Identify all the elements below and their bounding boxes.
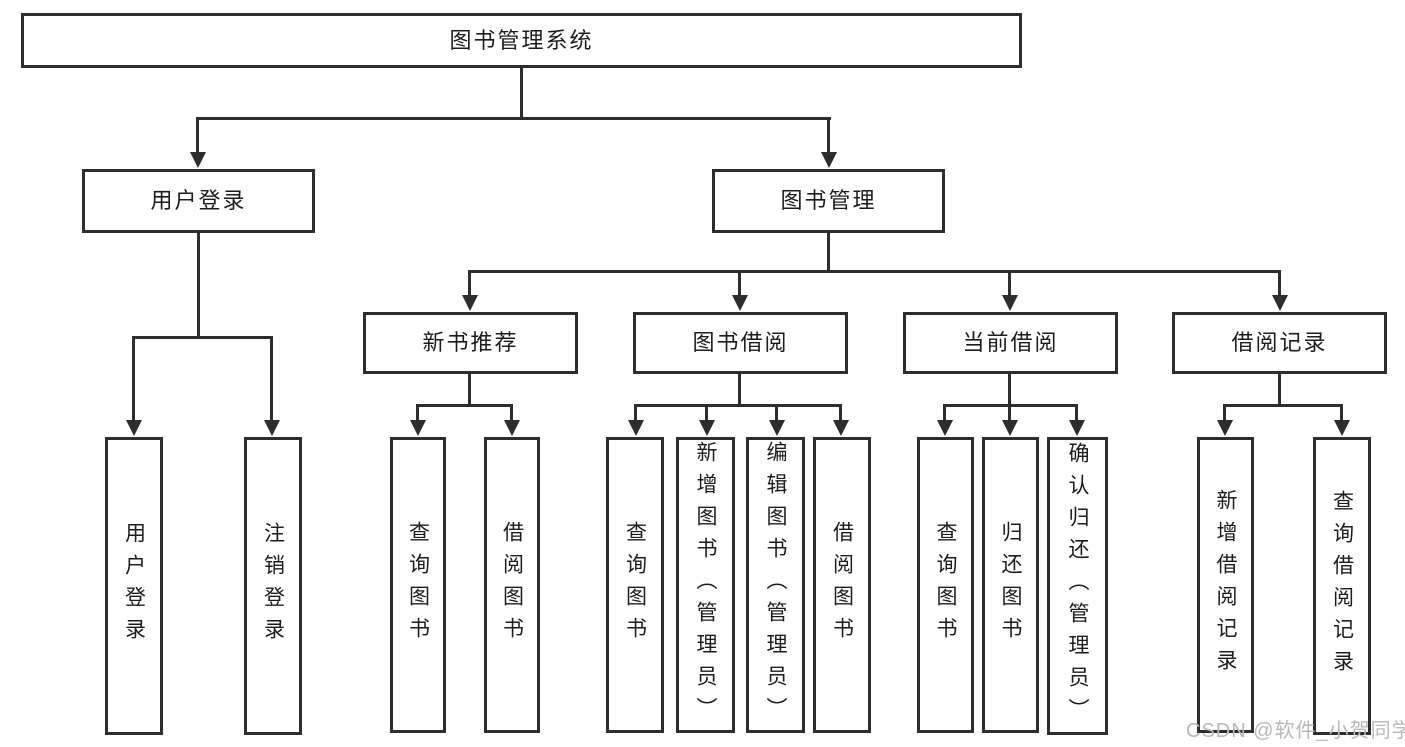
- leaf-br-query-record: 查询借阅记录: [1313, 437, 1371, 735]
- csdn-watermark: CSDN @软件_小贺同学: [1186, 720, 1405, 742]
- arrow-down-icon: [462, 295, 478, 311]
- node-label: 图书管理: [780, 188, 877, 213]
- node-label: 新增图书（管理员）: [694, 441, 717, 729]
- node-label: 新书推荐: [422, 330, 519, 355]
- arrow-down-icon: [769, 420, 785, 436]
- arrow-down-icon: [628, 420, 644, 436]
- arrow-down-icon: [833, 420, 849, 436]
- connector-line: [1008, 270, 1011, 298]
- node-new-book-recommend: 新书推荐: [363, 312, 578, 374]
- arrow-down-icon: [1217, 420, 1233, 436]
- connector-line: [1223, 404, 1342, 407]
- connector-line: [705, 404, 708, 423]
- leaf-bb-edit-books-admin: 编辑图书（管理员）: [746, 437, 805, 733]
- node-label: 编辑图书（管理员）: [764, 441, 787, 729]
- node-label: 用户登录: [150, 188, 247, 213]
- connector-line: [1340, 404, 1343, 423]
- node-book-management: 图书管理: [712, 169, 945, 233]
- node-label: 查询借阅记录: [1330, 490, 1354, 682]
- node-borrowing-records: 借阅记录: [1172, 312, 1387, 374]
- leaf-cb-query-books: 查询图书: [917, 437, 974, 733]
- arrow-down-icon: [1002, 420, 1018, 436]
- connector-line: [827, 117, 830, 155]
- node-label: 新增借阅记录: [1214, 489, 1237, 681]
- connector-line: [634, 404, 637, 423]
- arrow-down-icon: [821, 152, 837, 168]
- node-label: 借阅图书: [500, 521, 524, 649]
- connector-line: [416, 404, 513, 407]
- leaf-bb-borrow-books: 借阅图书: [813, 437, 871, 733]
- arrow-down-icon: [732, 295, 748, 311]
- connector-line: [416, 404, 419, 423]
- connector-line: [510, 404, 513, 423]
- arrow-down-icon: [1069, 420, 1085, 436]
- arrow-down-icon: [699, 420, 715, 436]
- arrow-down-icon: [126, 420, 142, 436]
- connector-line: [1008, 374, 1011, 407]
- connector-line: [1223, 404, 1226, 423]
- connector-line: [468, 270, 1281, 273]
- arrow-down-icon: [410, 420, 426, 436]
- node-label: 借阅图书: [830, 521, 854, 649]
- node-label: 确认归还（管理员）: [1066, 442, 1089, 730]
- connector-line: [196, 117, 831, 120]
- connector-line: [1278, 270, 1281, 298]
- leaf-cb-return-books: 归还图书: [982, 437, 1039, 733]
- arrow-down-icon: [504, 420, 520, 436]
- leaf-nb-borrow-books: 借阅图书: [484, 437, 540, 733]
- node-library-system: 图书管理系统: [21, 13, 1022, 68]
- leaf-logout-login: 注销登录: [244, 437, 302, 735]
- connector-line: [197, 233, 200, 337]
- connector-line: [1278, 374, 1281, 407]
- node-label: 注销登录: [261, 522, 285, 650]
- node-book-borrowing: 图书借阅: [633, 312, 848, 374]
- connector-line: [1075, 404, 1078, 423]
- arrow-down-icon: [1272, 295, 1288, 311]
- leaf-user-login: 用户登录: [105, 437, 163, 735]
- node-label: 图书借阅: [692, 330, 789, 355]
- node-label: 图书管理系统: [449, 27, 594, 53]
- leaf-bb-query-books: 查询图书: [606, 437, 664, 733]
- arrow-down-icon: [937, 420, 953, 436]
- connector-line: [634, 404, 842, 407]
- node-label: 用户登录: [122, 522, 146, 650]
- arrow-down-icon: [1334, 420, 1350, 436]
- node-label: 查询图书: [406, 521, 430, 649]
- connector-line: [196, 117, 199, 155]
- leaf-cb-confirm-return-admin: 确认归还（管理员）: [1047, 437, 1108, 735]
- node-label: 借阅记录: [1231, 330, 1328, 355]
- connector-line: [520, 68, 523, 118]
- connector-line: [132, 336, 135, 423]
- node-label: 归还图书: [999, 521, 1022, 649]
- connector-line: [1008, 404, 1011, 423]
- connector-line: [270, 336, 273, 423]
- node-label: 查询图书: [934, 521, 957, 649]
- node-label: 当前借阅: [962, 330, 1059, 355]
- node-user-login: 用户登录: [82, 169, 315, 233]
- connector-line: [839, 404, 842, 423]
- arrow-down-icon: [264, 420, 280, 436]
- leaf-nb-query-books: 查询图书: [390, 437, 446, 733]
- connector-line: [775, 404, 778, 423]
- connector-line: [738, 270, 741, 298]
- arrow-down-icon: [1002, 295, 1018, 311]
- connector-line: [468, 270, 471, 298]
- connector-line: [943, 404, 946, 423]
- node-current-borrowing: 当前借阅: [903, 312, 1118, 374]
- connector-line: [468, 374, 471, 407]
- connector-line: [738, 374, 741, 407]
- connector-line: [132, 336, 273, 339]
- connector-line: [827, 233, 830, 273]
- arrow-down-icon: [190, 152, 206, 168]
- leaf-br-add-record: 新增借阅记录: [1197, 437, 1254, 733]
- node-label: 查询图书: [623, 521, 647, 649]
- leaf-bb-add-books-admin: 新增图书（管理员）: [676, 437, 735, 733]
